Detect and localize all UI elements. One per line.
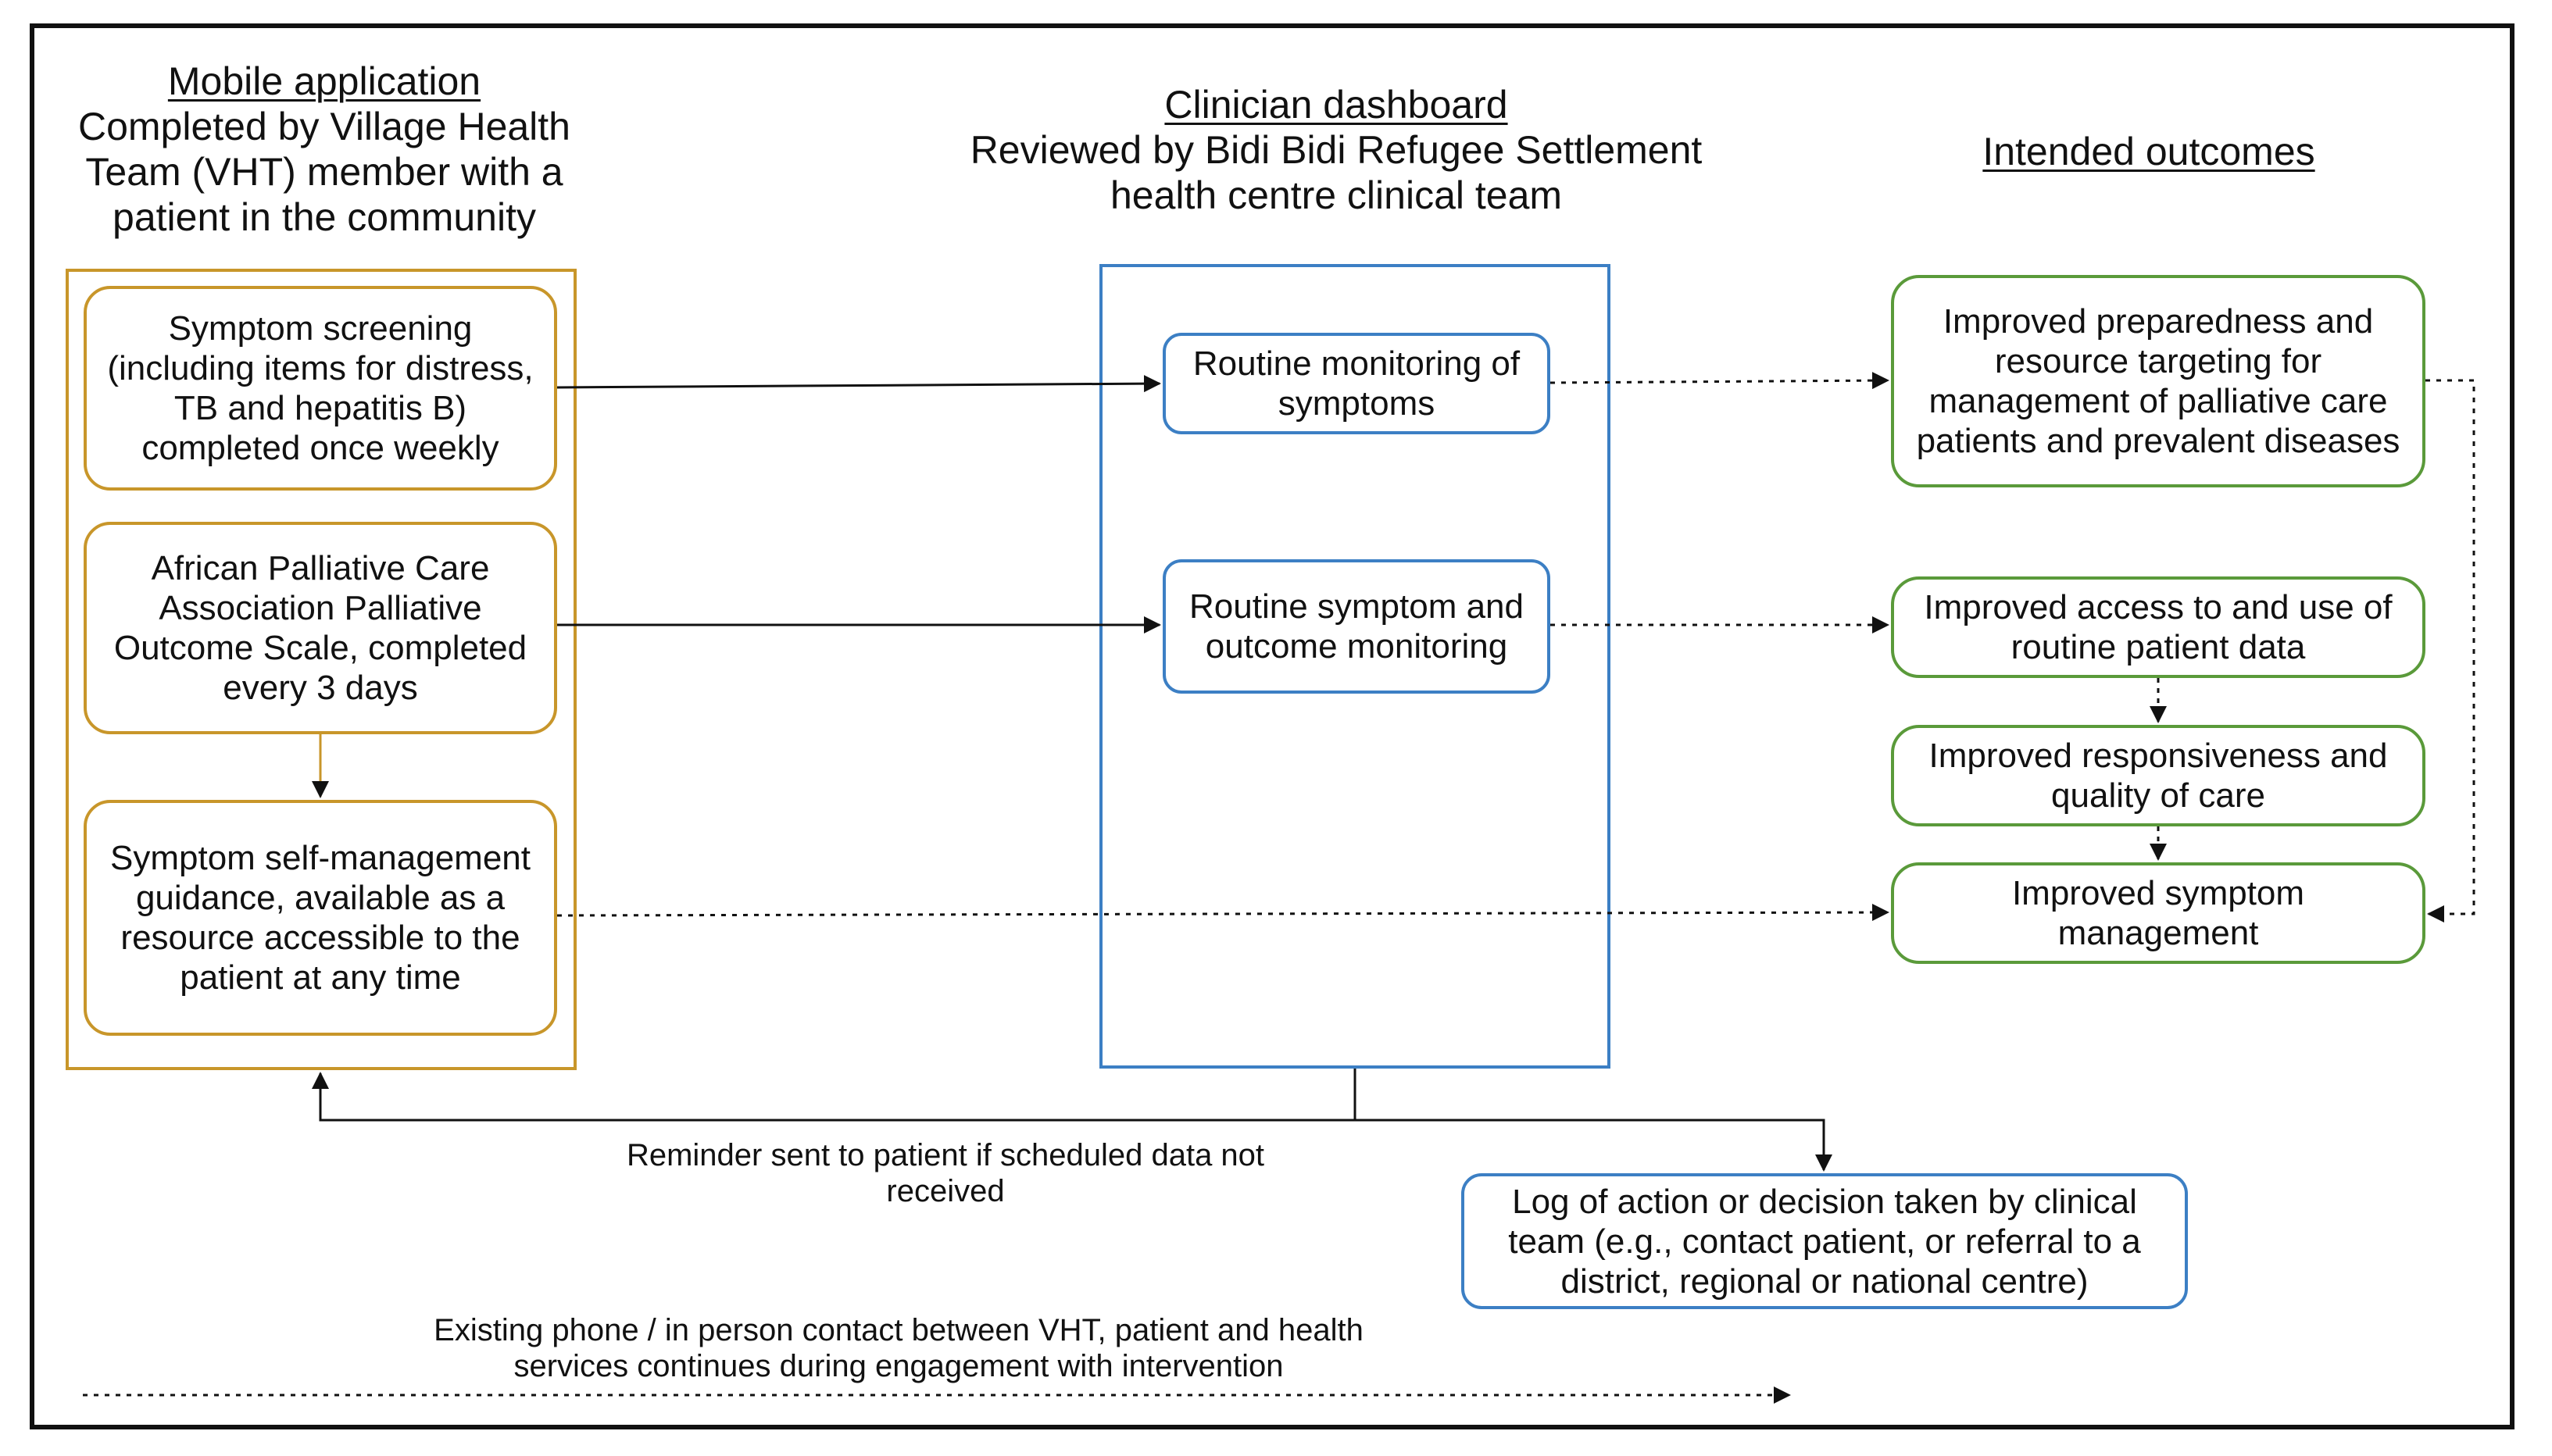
mobile-column-heading: Mobile application xyxy=(167,59,481,103)
dashboard-column-heading: Clinician dashboard xyxy=(1164,83,1508,127)
symptom-management-outcome-box: Improved symptom management xyxy=(1891,862,2425,964)
preparedness-outcome-box: Improved preparedness and resource targe… xyxy=(1891,275,2425,487)
mobile-column-subheading: Completed by Village Health Team (VHT) m… xyxy=(77,105,570,239)
data-access-outcome-box: Improved access to and use of routine pa… xyxy=(1891,576,2425,678)
arrow-reminder-to-mobile xyxy=(312,1072,1355,1122)
arrow-screening-to-monitoring xyxy=(556,375,1161,393)
mobile-app-container xyxy=(66,269,577,1070)
outcomes-column-heading: Intended outcomes xyxy=(1982,130,2315,173)
apca-pos-box: African Palliative Care Association Pall… xyxy=(84,522,557,734)
reminder-note: Reminder sent to patient if scheduled da… xyxy=(626,1138,1265,1208)
existing-contact-note: Existing phone / in person contact betwe… xyxy=(434,1313,1364,1383)
clinician-dashboard-container xyxy=(1099,264,1610,1069)
routine-monitoring-box: Routine monitoring of symptoms xyxy=(1163,333,1550,434)
action-log-box: Log of action or decision taken by clini… xyxy=(1461,1173,2188,1309)
diagram-frame xyxy=(30,23,2514,1429)
arrow-dashboard-to-log xyxy=(1355,1119,1832,1172)
symptom-screening-box: Symptom screening (including items for d… xyxy=(84,286,557,491)
dashboard-column-title: Clinician dashboard Reviewed by Bidi Bid… xyxy=(961,82,1711,218)
outcomes-column-title: Intended outcomes xyxy=(1875,129,2422,174)
arrow-monitoring-to-preparedness xyxy=(1549,372,1889,390)
symptom-outcome-monitoring-box: Routine symptom and outcome monitoring xyxy=(1163,559,1550,694)
mobile-column-title: Mobile application Completed by Village … xyxy=(55,59,594,240)
self-management-guidance-box: Symptom self-management guidance, availa… xyxy=(84,800,557,1036)
arrow-preparedness-to-symptom-management xyxy=(2425,379,2475,922)
responsiveness-outcome-box: Improved responsiveness and quality of c… xyxy=(1891,725,2425,826)
arrow-guidance-to-symptom-management xyxy=(556,904,1889,922)
dashboard-column-subheading: Reviewed by Bidi Bidi Refugee Settlement… xyxy=(970,128,1703,217)
